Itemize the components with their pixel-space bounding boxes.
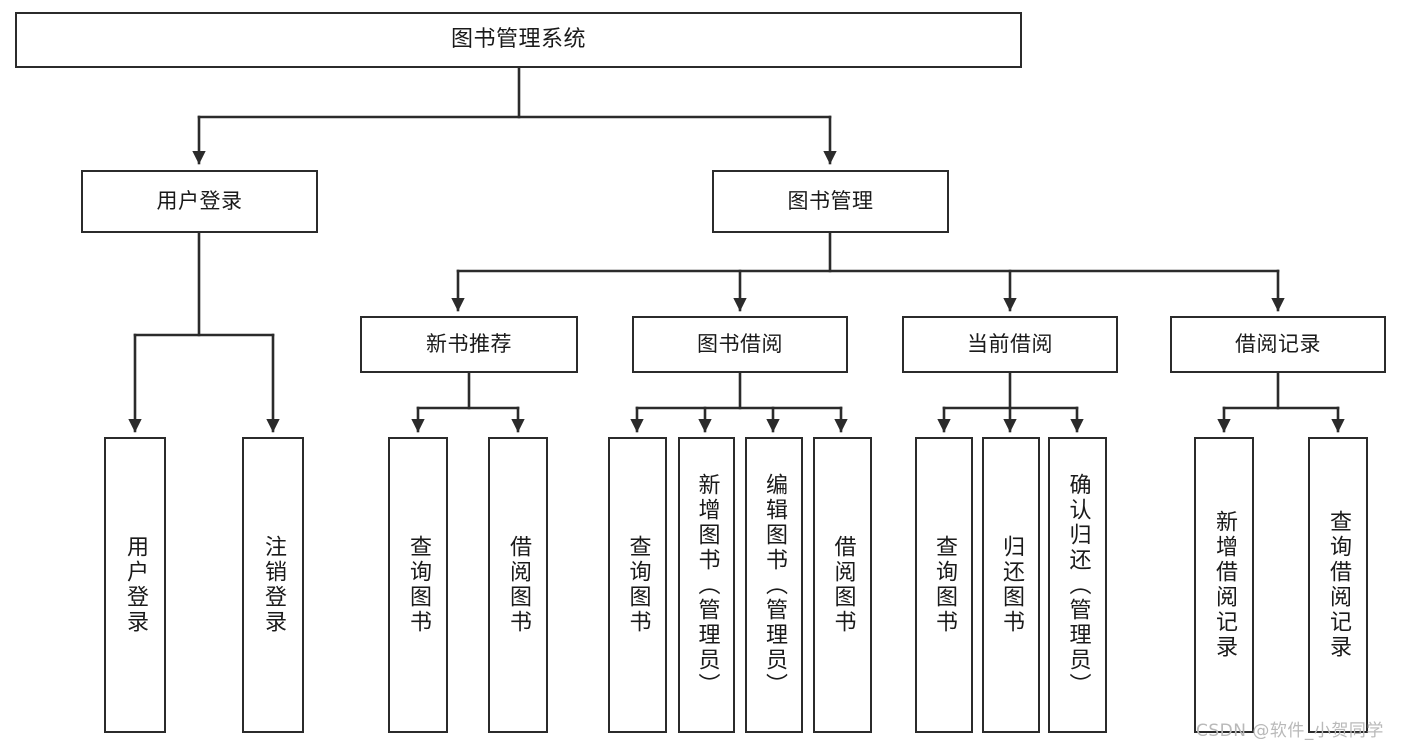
leaf-edit-book[interactable]: 编辑图书（管理员） bbox=[745, 437, 803, 733]
leaf-query-book-2[interactable]: 查询图书 bbox=[608, 437, 667, 733]
leaf-query-book-1[interactable]: 查询图书 bbox=[388, 437, 448, 733]
leaf-confirm-return-label: 确认归还（管理员） bbox=[1065, 472, 1091, 698]
leaf-query-book-1-label: 查询图书 bbox=[406, 535, 431, 635]
node-book-management-label: 图书管理 bbox=[787, 189, 874, 214]
node-book-management[interactable]: 图书管理 bbox=[712, 170, 949, 233]
node-book-borrow[interactable]: 图书借阅 bbox=[632, 316, 848, 373]
leaf-query-record[interactable]: 查询借阅记录 bbox=[1308, 437, 1368, 733]
node-current-borrow[interactable]: 当前借阅 bbox=[902, 316, 1118, 373]
leaf-return-book[interactable]: 归还图书 bbox=[982, 437, 1040, 733]
leaf-query-book-3[interactable]: 查询图书 bbox=[915, 437, 973, 733]
leaf-borrow-book-1[interactable]: 借阅图书 bbox=[488, 437, 548, 733]
leaf-add-book-label: 新增图书（管理员） bbox=[694, 472, 720, 698]
leaf-logout-label: 注销登录 bbox=[261, 535, 286, 635]
node-borrow-record[interactable]: 借阅记录 bbox=[1170, 316, 1386, 373]
leaf-add-book[interactable]: 新增图书（管理员） bbox=[678, 437, 735, 733]
leaf-logout[interactable]: 注销登录 bbox=[242, 437, 304, 733]
leaf-confirm-return[interactable]: 确认归还（管理员） bbox=[1048, 437, 1107, 733]
node-user-login-label: 用户登录 bbox=[156, 189, 243, 214]
node-new-book-recommend-label: 新书推荐 bbox=[426, 332, 512, 357]
node-new-book-recommend[interactable]: 新书推荐 bbox=[360, 316, 578, 373]
leaf-user-login-label: 用户登录 bbox=[123, 535, 148, 635]
node-root[interactable]: 图书管理系统 bbox=[15, 12, 1022, 68]
node-root-label: 图书管理系统 bbox=[450, 27, 586, 53]
leaf-add-record[interactable]: 新增借阅记录 bbox=[1194, 437, 1254, 733]
node-current-borrow-label: 当前借阅 bbox=[967, 332, 1053, 357]
node-borrow-record-label: 借阅记录 bbox=[1235, 332, 1321, 357]
node-book-borrow-label: 图书借阅 bbox=[697, 332, 783, 357]
leaf-borrow-book-1-label: 借阅图书 bbox=[506, 535, 531, 635]
leaf-user-login[interactable]: 用户登录 bbox=[104, 437, 166, 733]
leaf-query-book-2-label: 查询图书 bbox=[625, 535, 651, 635]
csdn-watermark: CSDN @软件_小贺同学 bbox=[1196, 721, 1384, 741]
leaf-add-record-label: 新增借阅记录 bbox=[1212, 510, 1237, 660]
leaf-query-book-3-label: 查询图书 bbox=[932, 535, 957, 635]
leaf-return-book-label: 归还图书 bbox=[999, 535, 1024, 635]
leaf-query-record-label: 查询借阅记录 bbox=[1326, 510, 1351, 660]
leaf-edit-book-label: 编辑图书（管理员） bbox=[762, 472, 787, 698]
leaf-borrow-book-2-label: 借阅图书 bbox=[830, 535, 856, 635]
node-user-login[interactable]: 用户登录 bbox=[81, 170, 318, 233]
leaf-borrow-book-2[interactable]: 借阅图书 bbox=[813, 437, 872, 733]
